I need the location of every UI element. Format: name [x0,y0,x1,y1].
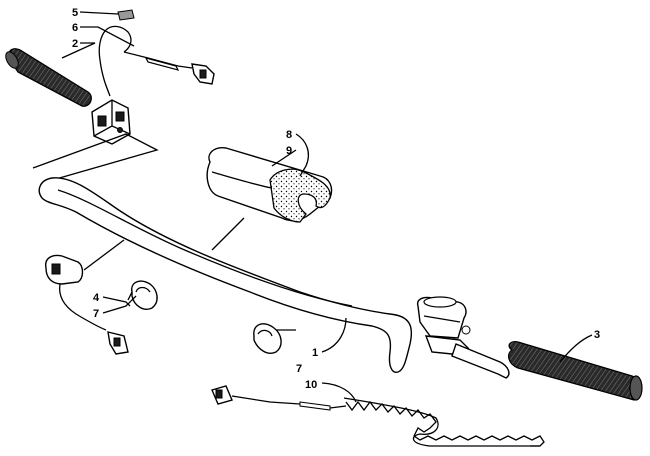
callout-4: 4 [93,292,100,304]
left-throttle-switch [45,239,129,355]
clamp-right [253,323,282,354]
leader-lines-pad [211,133,310,251]
callout-9: 9 [286,145,292,157]
heater-pad [117,9,135,21]
leader-line-heater-wire [321,382,357,403]
leader-line-right-grip [559,334,593,363]
leader-line-handlebar [321,317,347,353]
callout-8: 8 [286,129,292,141]
callout-5: 5 [72,7,78,19]
leader-lines-top-left [32,11,159,182]
heater-element-wire [211,385,545,447]
right-grip [507,340,643,401]
leader-lines-left-switch [102,295,137,314]
callout-3: 3 [594,329,600,341]
handlebar-pad [206,147,333,223]
brake-master-cylinder [416,296,510,379]
callout-2: 2 [72,38,78,50]
clamp-left [127,280,158,310]
callout-7-right: 7 [296,363,302,375]
left-grip [5,48,92,107]
left-switch-housing [91,29,131,145]
callout-6: 6 [72,22,78,34]
callout-7-left: 7 [93,308,99,320]
callout-10: 10 [305,379,317,391]
handlebar [38,177,413,373]
callout-1: 1 [312,347,318,359]
heater-wire [105,25,215,85]
